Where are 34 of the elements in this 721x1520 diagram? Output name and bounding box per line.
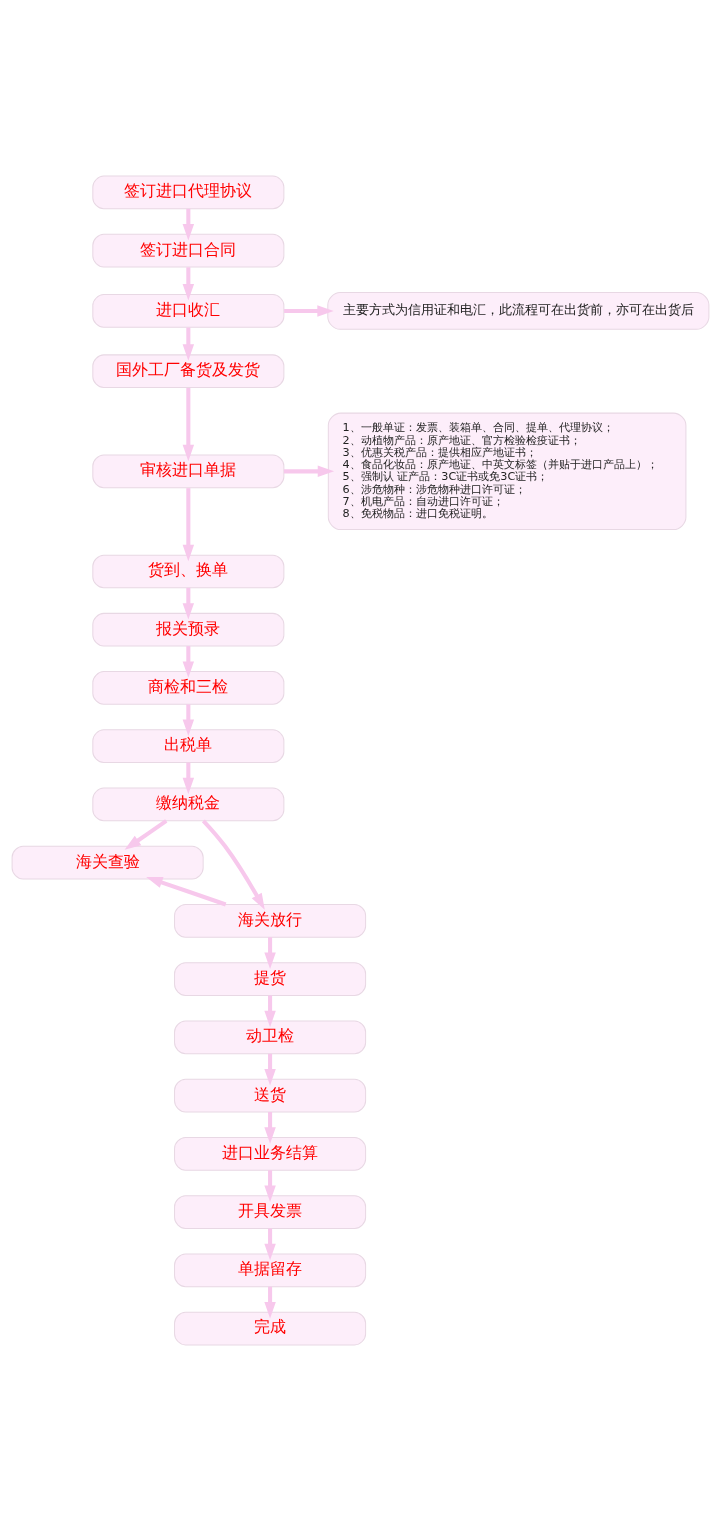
arrow — [264, 936, 276, 969]
arrow — [182, 266, 195, 300]
node-box: 开具发票 — [174, 1194, 367, 1229]
node-box: 货到、换单 — [92, 554, 285, 588]
node-box: 缴纳税金 — [92, 787, 285, 821]
node-box: 完成 — [174, 1311, 367, 1345]
arrow — [283, 465, 335, 477]
arrow — [201, 818, 265, 910]
node-box: 进口业务结算 — [174, 1136, 367, 1171]
node-box: 海关查验 — [11, 845, 204, 880]
node-box: 进口收汇 — [92, 293, 285, 328]
node-box: 签订进口代理协议 — [92, 175, 285, 209]
arrow — [264, 1169, 276, 1202]
node-box: 1、一般单证：发票、装箱单、合同、提单、代理协议； 2、动植物产品：原产地证、官方检验检疫证书； 3、优惠关税产品：提供相应产地证书； 4、食品化妆品：原产地证、中英文标签（并贴于进口产品上）； 5、强制认 证产品：3C证书或免3C证书； 6、涉危物种：涉危物种进口许可证； 7、机电产品：自动进口许可证； 8、免税物品：进口免税证明。 — [327, 412, 687, 530]
arrow — [182, 387, 195, 461]
node-box: 动卫检 — [174, 1020, 367, 1054]
node-box: 单据留存 — [174, 1252, 367, 1287]
arrow — [182, 327, 195, 361]
arrow — [146, 876, 227, 906]
node-box: 提货 — [174, 961, 367, 996]
node-box: 海关放行 — [174, 903, 367, 938]
arrow — [124, 818, 168, 850]
node-box: 商检和三检 — [92, 670, 285, 705]
arrow — [182, 703, 195, 736]
node-box: 国外工厂备货及发货 — [92, 353, 285, 388]
node-box: 报关预录 — [92, 612, 285, 647]
node-box: 主要方式为信用证和电汇，此流程可在出货前，亦可在出货后 — [327, 291, 710, 330]
arrow — [182, 487, 195, 561]
arrow — [264, 1227, 276, 1260]
arrow — [284, 304, 334, 317]
node-box: 出税单 — [92, 728, 285, 763]
node-box: 审核进口单据 — [92, 454, 285, 488]
node-box: 签订进口合同 — [92, 233, 285, 268]
node-box: 送货 — [174, 1078, 367, 1112]
